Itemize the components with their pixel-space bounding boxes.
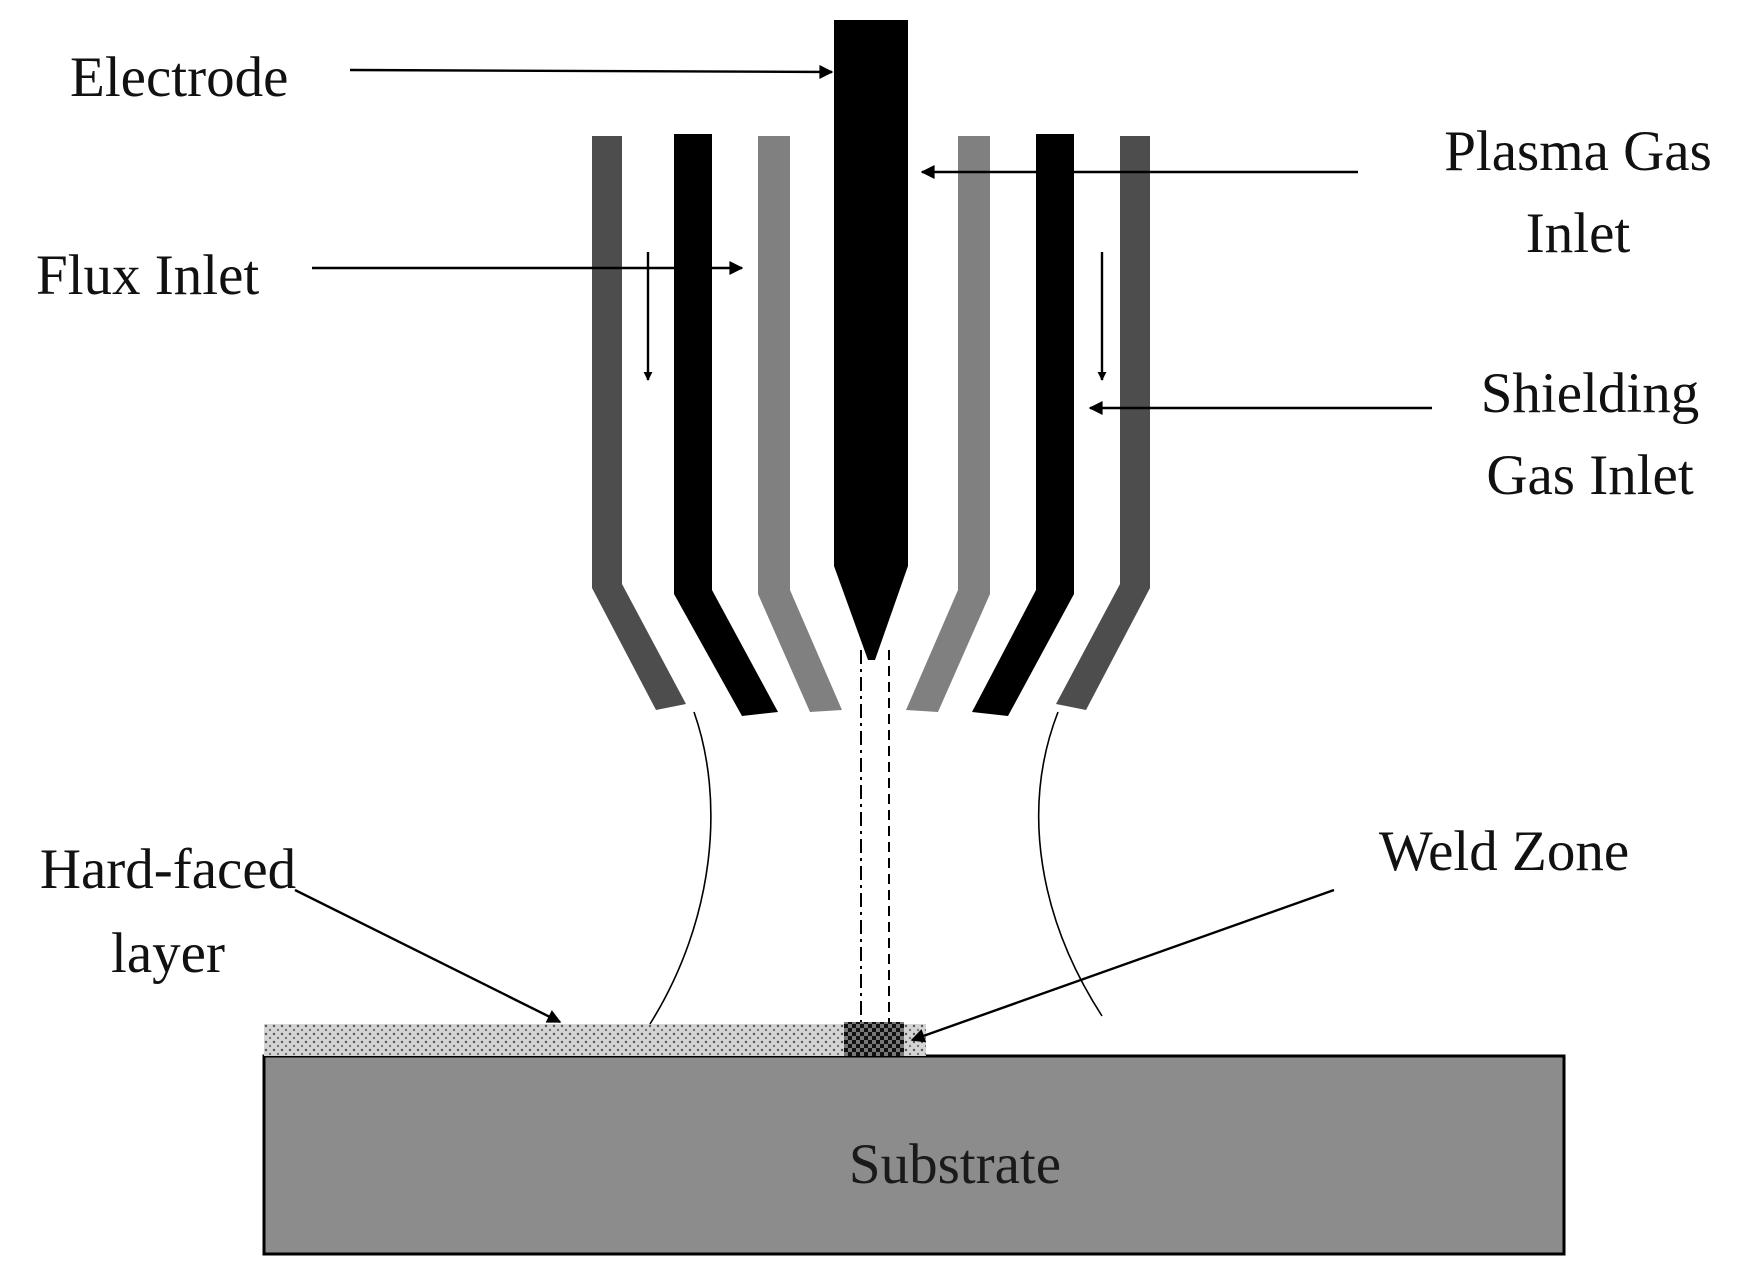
weld-zone [844,1022,904,1056]
hard-faced-label-line1: Hard-faced [40,838,296,901]
hard-faced-leader [294,888,562,1024]
weld-zone-leader [910,888,1335,1043]
middle-nozzle-left [674,134,778,716]
outer-nozzle-right [1056,136,1150,710]
hard-faced-label-line2: layer [111,922,225,985]
plasma-gas-label-line1: Plasma Gas [1444,120,1712,183]
electrode-leader [349,64,834,79]
outer-nozzle-left [592,136,686,710]
electrode-label: Electrode [70,46,288,109]
shielding-gas-label-line1: Shielding [1481,362,1700,425]
electrode [834,20,908,660]
plasma-gas-label-line2: Inlet [1526,202,1631,265]
shield-gas-curve-left [649,711,712,1025]
weld-zone-label: Weld Zone [1379,820,1629,883]
inner-nozzle-left [758,136,842,712]
substrate-label: Substrate [849,1133,1061,1196]
shield-gas-curve-right [1038,711,1103,1017]
shielding-gas-label-line2: Gas Inlet [1486,444,1694,507]
substrate-block [262,1054,1566,1256]
hard-faced-layer [264,1024,926,1056]
middle-nozzle-right [972,134,1074,716]
flux-inlet-label: Flux Inlet [36,244,259,307]
inner-nozzle-right [906,136,990,712]
